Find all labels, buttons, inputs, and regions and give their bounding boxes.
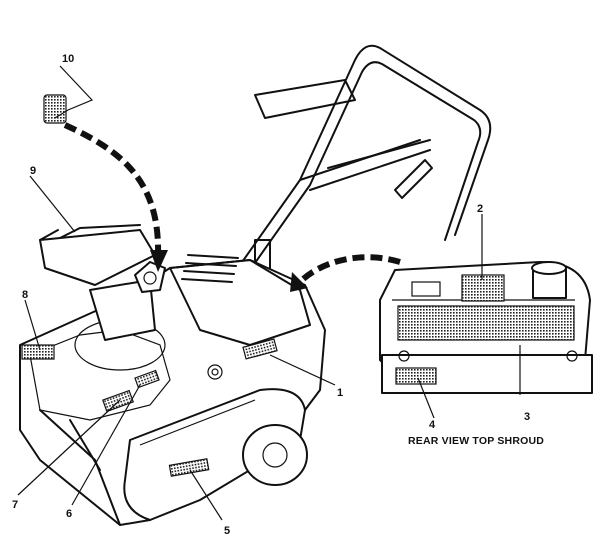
wheel [242, 424, 308, 486]
callout-10: 10 [62, 53, 74, 65]
decal-3-part [397, 305, 575, 341]
inset-caption: REAR VIEW TOP SHROUD [408, 435, 544, 447]
decal-2-part [461, 274, 505, 302]
callout-3: 3 [524, 411, 530, 423]
decal-8-part [21, 344, 55, 360]
callout-2: 2 [477, 203, 483, 215]
decal-6-part [134, 369, 160, 389]
engine-vents [181, 254, 239, 283]
decal-1-part [242, 338, 278, 360]
callout-7: 7 [12, 499, 18, 511]
discharge-chute [39, 224, 166, 341]
callout-labels: 10 9 8 1 2 3 4 5 6 7 REAR VIEW TOP SHROU… [12, 53, 544, 537]
decal-5-part [168, 458, 210, 477]
decal-7-part [102, 389, 134, 413]
callout-6: 6 [66, 508, 72, 520]
rear-view-inset [379, 261, 593, 394]
callout-1: 1 [337, 387, 343, 399]
callout-5: 5 [224, 525, 230, 537]
decal-10-part [43, 94, 67, 124]
fuel-cap [531, 261, 567, 299]
snowthrower-body [19, 254, 326, 526]
decal-4-part [395, 367, 437, 385]
dashed-arrows [63, 122, 401, 292]
handle-assembly [239, 44, 492, 276]
decals [21, 94, 278, 477]
leader-lines [17, 65, 521, 521]
callout-4: 4 [429, 419, 436, 431]
callout-9: 9 [30, 165, 36, 177]
callout-8: 8 [22, 289, 28, 301]
